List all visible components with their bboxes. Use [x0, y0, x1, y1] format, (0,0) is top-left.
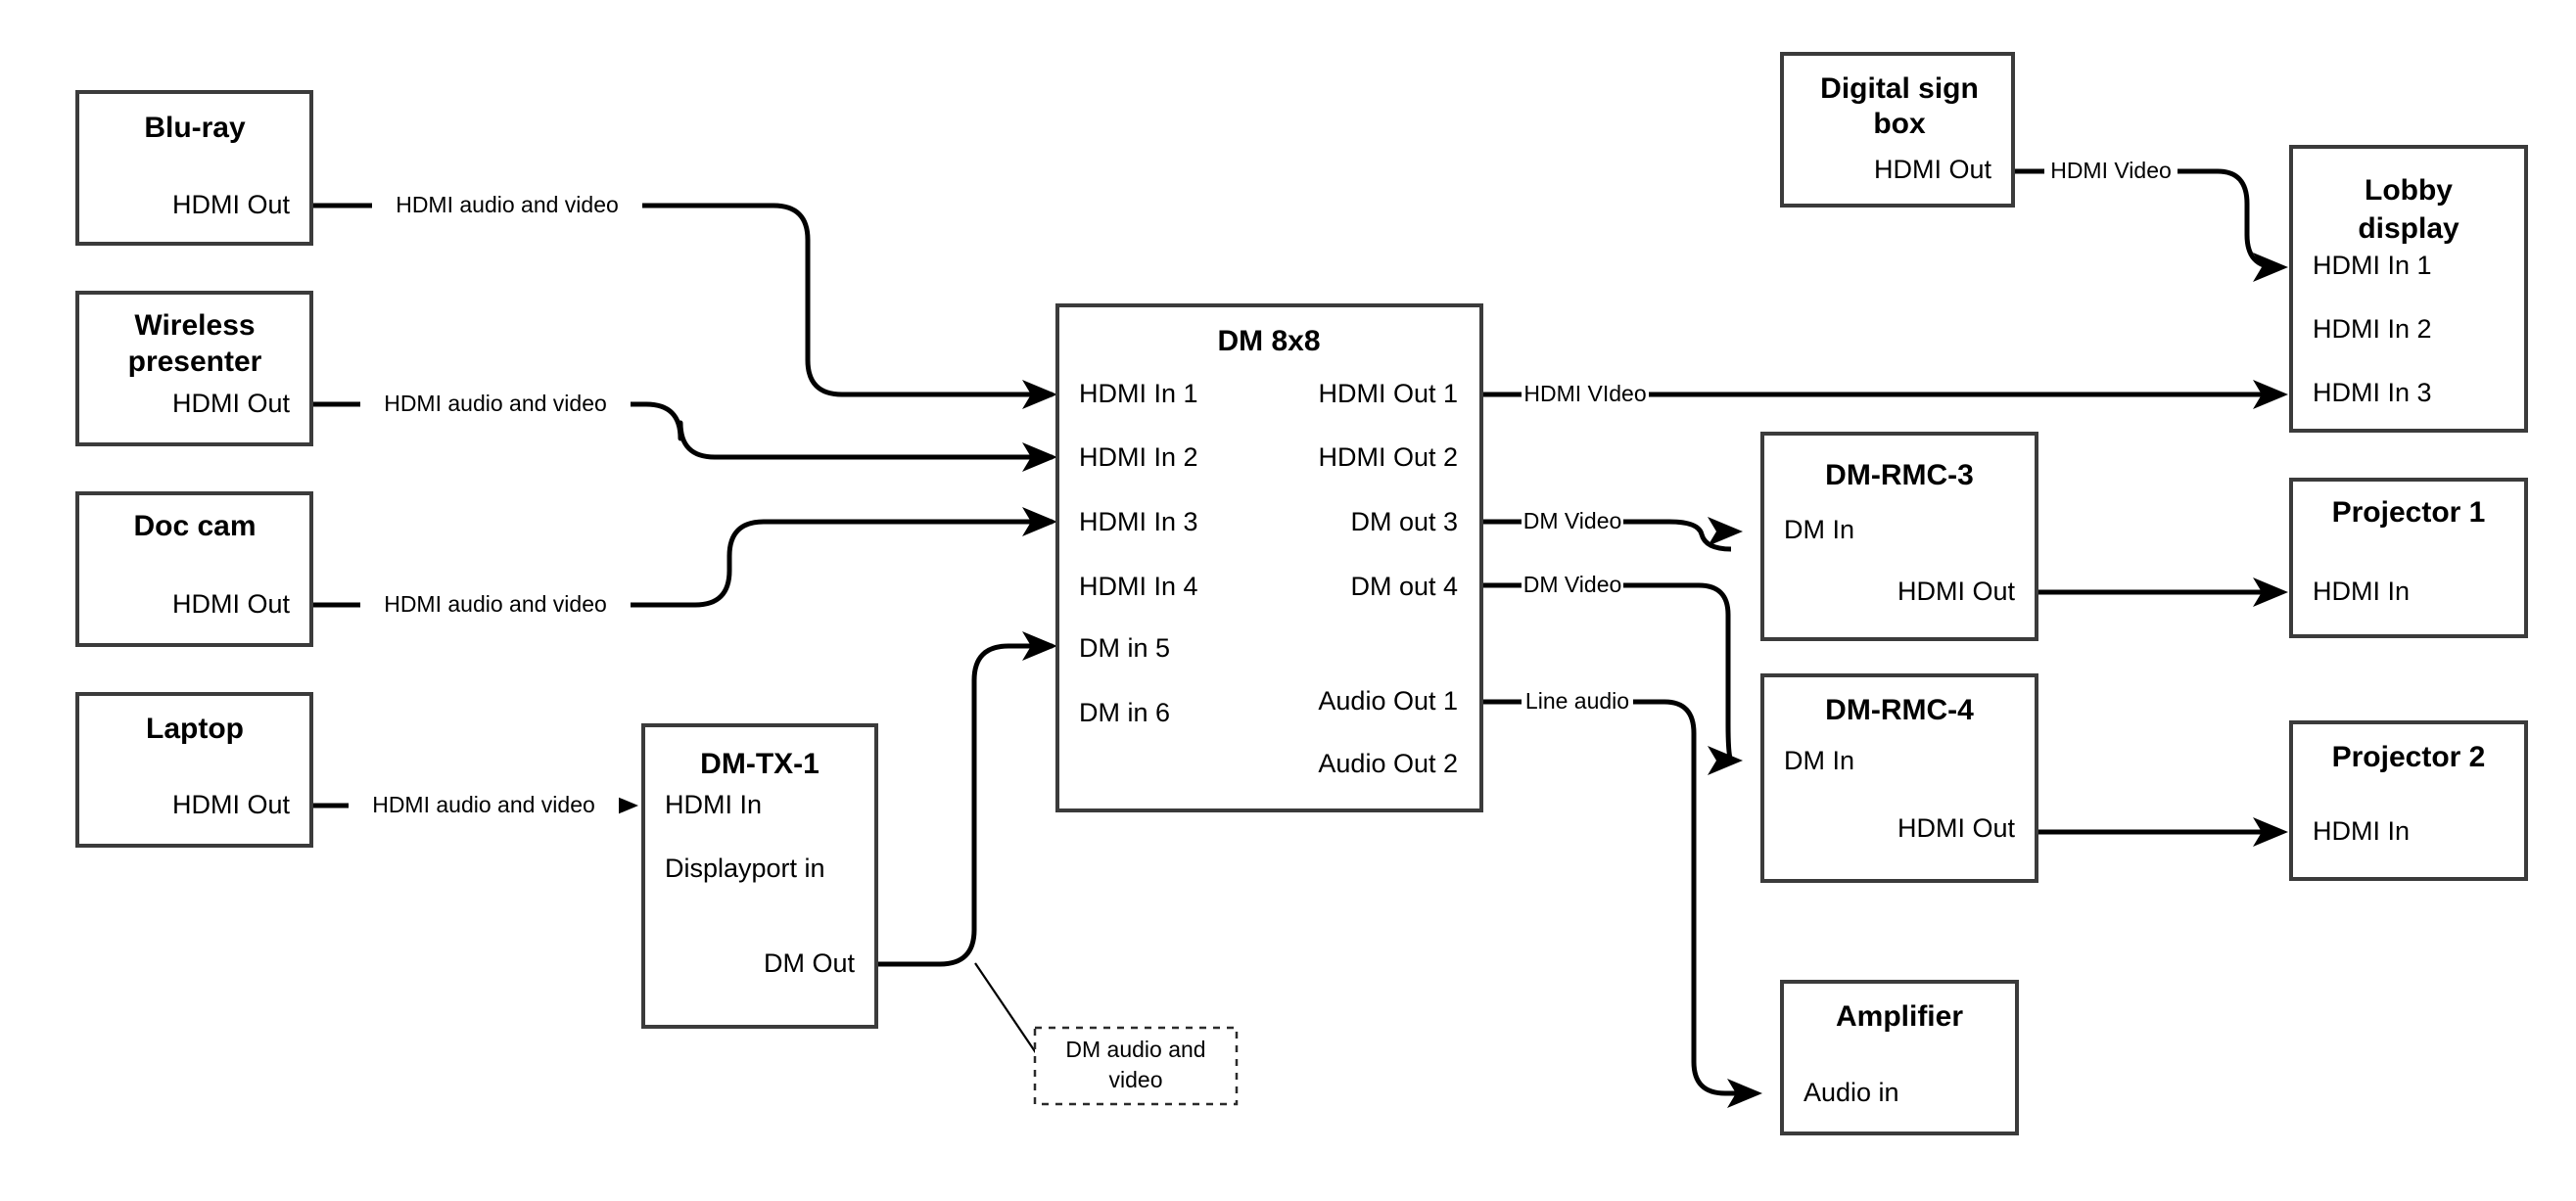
dm-8x8-output-hdmi-out-1: HDMI Out 1 [1318, 379, 1458, 408]
svg-text:HDMI audio and video: HDMI audio and video [384, 391, 607, 416]
dm-8x8-output-hdmi-out-2: HDMI Out 2 [1318, 442, 1458, 472]
bluray-port-hdmi-out: HDMI Out [172, 190, 291, 219]
dm-tx-1-title: DM-TX-1 [700, 748, 820, 780]
dm-8x8-input-hdmi-in-3: HDMI In 3 [1079, 507, 1198, 536]
device-box-laptop[interactable]: Laptop HDMI Out [75, 692, 313, 848]
cable-label-audioout1-to-amp: Line audio [1522, 684, 1633, 719]
device-box-dm-8x8[interactable]: DM 8x8 HDMI In 1 HDMI In 2 HDMI In 3 HDM… [1055, 303, 1483, 812]
doc-cam-port-hdmi-out: HDMI Out [172, 589, 291, 619]
device-box-lobby-display[interactable]: Lobby display HDMI In 1 HDMI In 2 HDMI I… [2289, 145, 2528, 433]
callout-note-dm-audio-and-video: DM audio and video [1033, 1026, 1239, 1106]
svg-text:DM Video: DM Video [1523, 508, 1622, 533]
amplifier-port-audio-in: Audio in [1803, 1078, 1899, 1107]
connector-bluray-to-dm8x8 [311, 203, 1057, 409]
connector-rmc3-to-projector1 [2037, 577, 2288, 607]
cable-label-signbox-to-lobby: HDMI Video [2044, 154, 2178, 189]
dm-tx-1-port-displayport-in: Displayport in [665, 854, 825, 883]
dm-8x8-output-audio-out-2: Audio Out 2 [1318, 749, 1458, 778]
dm-8x8-input-hdmi-in-1: HDMI In 1 [1079, 379, 1198, 408]
svg-text:HDMI audio and video: HDMI audio and video [384, 591, 607, 617]
svg-text:HDMI audio and video: HDMI audio and video [396, 192, 619, 217]
dm-8x8-output-dm-out-4: DM out 4 [1350, 572, 1458, 601]
device-box-projector-2[interactable]: Projector 2 HDMI In [2289, 720, 2528, 881]
dm-rmc-4-port-dm-in: DM In [1784, 746, 1854, 775]
dm-rmc-4-title: DM-RMC-4 [1825, 694, 1974, 726]
amplifier-title: Amplifier [1836, 1000, 1963, 1033]
projector-1-port-hdmi-in: HDMI In [2313, 577, 2410, 606]
wireless-presenter-title-line1: Wireless [134, 309, 255, 342]
cable-label-laptop: HDMI audio and video [349, 788, 619, 823]
cable-label-dmout3-to-rmc3: DM Video [1522, 504, 1623, 539]
connector-note-leader [974, 962, 1044, 1064]
connector-dmout3-to-rmc3 [1481, 517, 1743, 552]
dm-rmc-3-port-hdmi-out: HDMI Out [1897, 577, 2016, 606]
dm-8x8-output-dm-out-3: DM out 3 [1350, 507, 1458, 536]
cable-label-bluray: HDMI audio and video [372, 188, 642, 223]
connector-wireless-to-dm8x8 [311, 401, 1057, 472]
lobby-display-input-hdmi-in-1: HDMI In 1 [2313, 251, 2432, 280]
lobby-display-input-hdmi-in-3: HDMI In 3 [2313, 378, 2432, 407]
digital-sign-box-title-line1: Digital sign [1820, 72, 1979, 105]
laptop-title: Laptop [146, 713, 244, 745]
wireless-presenter-port-hdmi-out: HDMI Out [172, 389, 291, 418]
device-box-doc-cam[interactable]: Doc cam HDMI Out [75, 491, 313, 647]
svg-text:HDMI audio and video: HDMI audio and video [372, 792, 595, 817]
device-box-bluray[interactable]: Blu-ray HDMI Out [75, 90, 313, 246]
connector-dmtx1-to-dm8x8 [876, 631, 1057, 967]
device-box-dm-rmc-3[interactable]: DM-RMC-3 DM In HDMI Out [1760, 432, 2038, 641]
callout-note-line2: video [1109, 1067, 1163, 1092]
cable-label-dmout1-to-lobby: HDMI VIdeo [1522, 377, 1649, 412]
connector-audioout1-to-amp [1481, 699, 1762, 1108]
device-box-wireless-presenter[interactable]: Wireless presenter HDMI Out [75, 291, 313, 446]
projector-2-title: Projector 2 [2332, 741, 2486, 773]
dm-tx-1-port-dm-out: DM Out [764, 948, 856, 978]
projector-1-title: Projector 1 [2332, 496, 2486, 529]
dm-8x8-output-audio-out-1: Audio Out 1 [1318, 686, 1458, 716]
connector-rmc4-to-projector2 [2037, 817, 2288, 847]
connector-doccam-to-dm8x8 [311, 507, 1057, 608]
lobby-display-title-line1: Lobby [2365, 174, 2453, 207]
svg-text:DM Video: DM Video [1523, 572, 1622, 597]
bluray-title: Blu-ray [144, 112, 246, 144]
lobby-display-title-line2: display [2358, 212, 2459, 245]
lobby-display-input-hdmi-in-2: HDMI In 2 [2313, 314, 2432, 344]
wireless-presenter-title-line2: presenter [128, 346, 262, 378]
dm-8x8-input-hdmi-in-4: HDMI In 4 [1079, 572, 1198, 601]
cable-label-doccam: HDMI audio and video [360, 587, 631, 623]
dm-rmc-3-port-dm-in: DM In [1784, 515, 1854, 544]
digital-sign-box-title-line2: box [1873, 108, 1926, 140]
doc-cam-title: Doc cam [133, 510, 256, 542]
connector-dmout4-to-rmc4 [1481, 582, 1743, 775]
svg-text:Line audio: Line audio [1525, 688, 1629, 714]
laptop-port-hdmi-out: HDMI Out [172, 790, 291, 819]
cable-label-dmout4-to-rmc4: DM Video [1522, 568, 1623, 603]
device-box-digital-sign-box[interactable]: Digital sign box HDMI Out [1780, 52, 2015, 208]
device-box-projector-1[interactable]: Projector 1 HDMI In [2289, 478, 2528, 638]
device-box-dm-rmc-4[interactable]: DM-RMC-4 DM In HDMI Out [1760, 673, 2038, 883]
device-box-amplifier[interactable]: Amplifier Audio in [1780, 980, 2019, 1135]
cable-label-wireless: HDMI audio and video [360, 387, 631, 422]
dm-rmc-3-title: DM-RMC-3 [1825, 459, 1974, 491]
digital-sign-box-port-hdmi-out: HDMI Out [1874, 155, 1992, 184]
dm-8x8-title: DM 8x8 [1217, 325, 1320, 357]
projector-2-port-hdmi-in: HDMI In [2313, 816, 2410, 846]
dm-8x8-input-hdmi-in-2: HDMI In 2 [1079, 442, 1198, 472]
dm-rmc-4-port-hdmi-out: HDMI Out [1897, 813, 2016, 843]
connector-dmout1-to-lobby [1481, 380, 2288, 409]
dm-8x8-input-dm-in-5: DM in 5 [1079, 633, 1170, 663]
svg-text:HDMI VIdeo: HDMI VIdeo [1523, 381, 1646, 406]
device-box-dm-tx-1[interactable]: DM-TX-1 HDMI In Displayport in DM Out [641, 723, 878, 1029]
callout-note-line1: DM audio and [1065, 1037, 1205, 1062]
svg-text:HDMI Video: HDMI Video [2050, 158, 2172, 183]
dm-tx-1-port-hdmi-in: HDMI In [665, 790, 762, 819]
dm-8x8-input-dm-in-6: DM in 6 [1079, 698, 1170, 727]
